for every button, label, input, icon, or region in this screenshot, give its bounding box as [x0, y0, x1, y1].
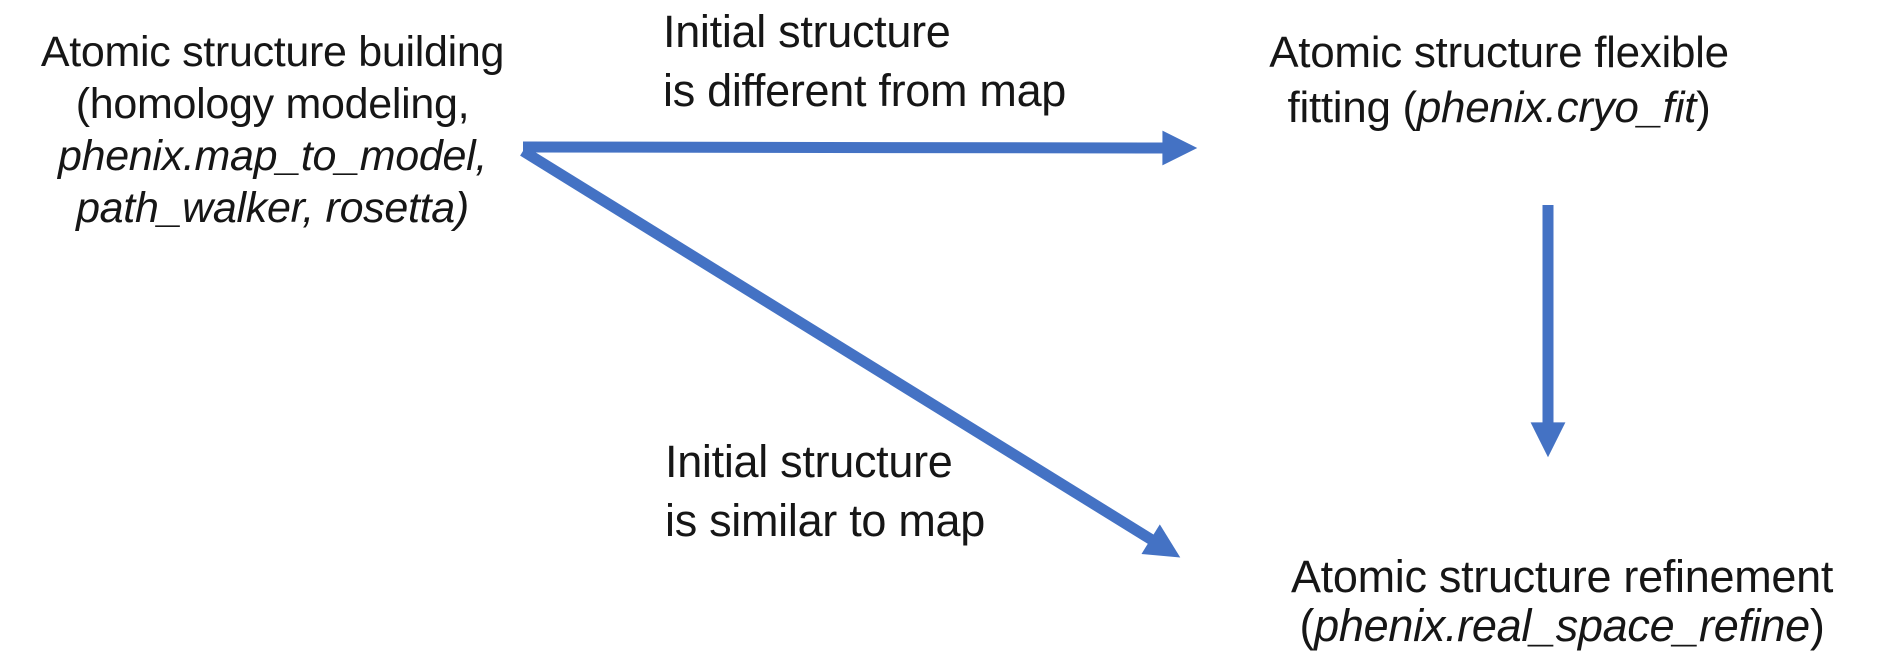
- label-similar-line2: is similar to map: [665, 495, 985, 546]
- node-refinement-line1: Atomic structure refinement: [1290, 551, 1834, 602]
- node-atomic-structure-building: Atomic structure building (homology mode…: [10, 26, 535, 234]
- node-fitting-line2-prefix: fitting (: [1287, 83, 1418, 132]
- node-refinement-line2: (phenix.real_space_refine): [1242, 601, 1882, 650]
- node-fitting-line2: fitting (phenix.cryo_fit): [1239, 80, 1759, 135]
- node-atomic-structure-refinement: Atomic structure refinement (phenix.real…: [1242, 552, 1882, 650]
- label-similar-line1: Initial structure: [665, 436, 953, 487]
- node-refinement-line2-suffix: ): [1809, 600, 1825, 651]
- edge-label-different-from-map: Initial structure is different from map: [663, 2, 1066, 120]
- arrow-building-to-fitting-icon: [522, 130, 1198, 166]
- arrow-building-to-refinement-icon: [520, 146, 1181, 558]
- edge-label-similar-to-map: Initial structure is similar to map: [665, 432, 985, 550]
- node-atomic-structure-flexible-fitting: Atomic structure flexible fitting (pheni…: [1239, 25, 1759, 135]
- node-fitting-line1: Atomic structure flexible: [1269, 28, 1729, 77]
- node-building-line1: Atomic structure building: [40, 28, 505, 76]
- node-building-line3: phenix.map_to_model,: [57, 132, 488, 180]
- label-different-line1: Initial structure: [663, 6, 951, 57]
- node-fitting-tool-name: phenix.cryo_fit: [1416, 83, 1697, 132]
- node-fitting-line2-suffix: ): [1696, 83, 1711, 132]
- node-refinement-line2-prefix: (: [1299, 600, 1315, 651]
- node-building-line4: path_walker, rosetta): [76, 184, 469, 232]
- node-refinement-tool-name: phenix.real_space_refine: [1314, 600, 1810, 651]
- node-building-line2: (homology modeling,: [75, 80, 470, 128]
- label-different-line2: is different from map: [663, 65, 1067, 116]
